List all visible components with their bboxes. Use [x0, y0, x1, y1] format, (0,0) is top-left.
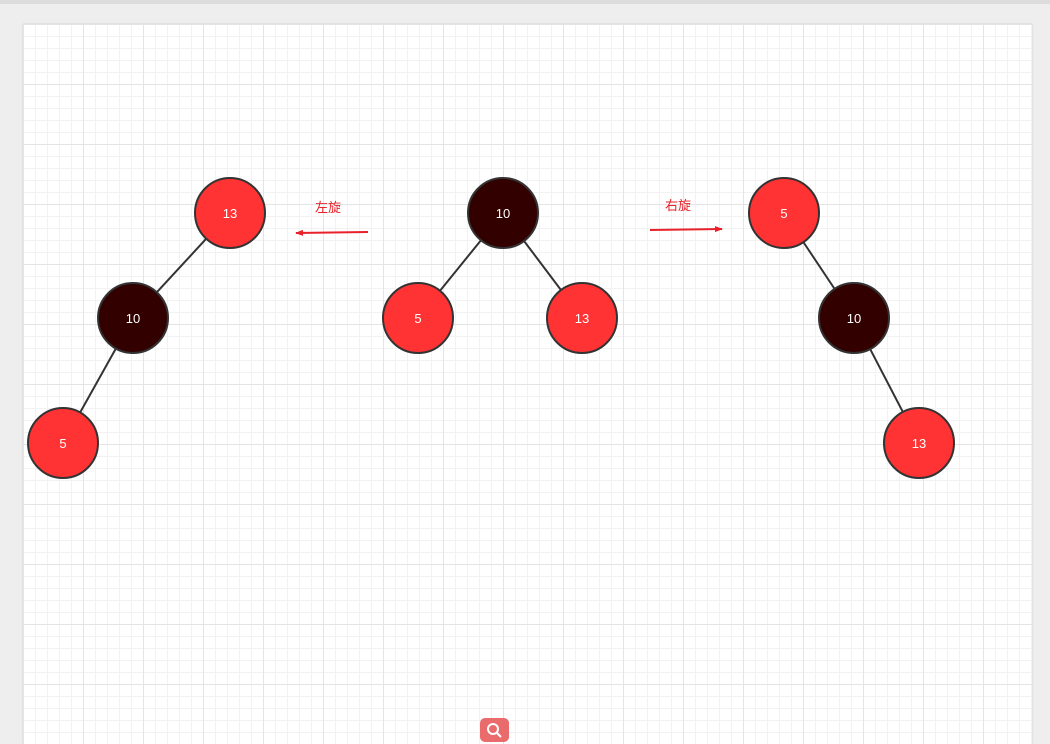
left-rotated-tree-node-5[interactable]: 5: [27, 407, 99, 479]
node-value: 5: [414, 311, 421, 326]
rotate-right-arrow[interactable]: [649, 226, 723, 233]
left-rotated-tree-edge-l10-l5[interactable]: [79, 348, 117, 413]
nodes-layer: 13 10 5 10 5 13 5 10 13: [27, 177, 955, 479]
node-circle: [467, 177, 539, 249]
rotate-left-label: 左旋: [315, 201, 341, 216]
node-circle: [194, 177, 266, 249]
node-value: 5: [780, 206, 787, 221]
node-circle: [382, 282, 454, 354]
right-rotated-tree-node-10[interactable]: 10: [818, 282, 890, 354]
rotate-right-label: 右旋: [665, 199, 691, 214]
node-value: 5: [59, 436, 66, 451]
node-value: 10: [126, 311, 140, 326]
node-circle: [883, 407, 955, 479]
rotate-left-arrow[interactable]: [295, 229, 369, 236]
node-circle: [818, 282, 890, 354]
right-rotated-tree-node-13[interactable]: 13: [883, 407, 955, 479]
find-button[interactable]: [480, 718, 509, 742]
node-circle: [748, 177, 820, 249]
original-tree-node-5[interactable]: 5: [382, 282, 454, 354]
original-tree-node-13[interactable]: 13: [546, 282, 618, 354]
original-tree-node-10[interactable]: 10: [467, 177, 539, 249]
edges-layer: [79, 238, 904, 413]
node-value: 13: [223, 206, 237, 221]
node-circle: [97, 282, 169, 354]
node-value: 13: [912, 436, 926, 451]
left-rotated-tree-edge-l13-l10[interactable]: [156, 238, 207, 293]
node-value: 13: [575, 311, 589, 326]
node-value: 10: [847, 311, 861, 326]
search-icon: [487, 723, 502, 738]
right-rotated-tree-node-5[interactable]: 5: [748, 177, 820, 249]
right-rotated-tree-edge-r10-r13[interactable]: [869, 348, 904, 413]
window-top-bar: [0, 0, 1050, 4]
arrows-layer: 左旋 右旋: [295, 199, 723, 236]
original-tree-edge-c10-c5[interactable]: [439, 239, 482, 292]
node-value: 10: [496, 206, 510, 221]
left-rotated-tree-node-10[interactable]: 10: [97, 282, 169, 354]
original-tree-edge-c10-c13[interactable]: [523, 240, 562, 291]
node-circle: [27, 407, 99, 479]
right-rotated-tree-edge-r5-r10[interactable]: [802, 241, 836, 290]
left-rotated-tree-node-13[interactable]: 13: [194, 177, 266, 249]
node-circle: [546, 282, 618, 354]
diagram-canvas[interactable]: [23, 24, 1032, 744]
